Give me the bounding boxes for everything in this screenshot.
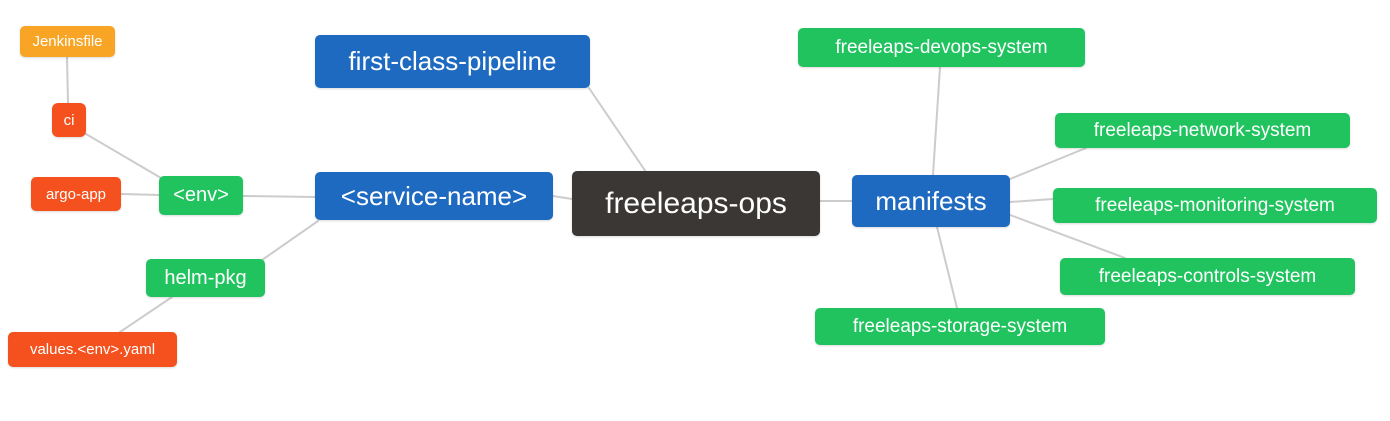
edge-ci-env — [85, 133, 162, 179]
node-argo-app-label: argo-app — [45, 185, 107, 203]
node-freeleaps-devops-system-label: freeleaps-devops-system — [835, 36, 1048, 58]
node-freeleaps-controls-system-label: freeleaps-controls-system — [1098, 265, 1317, 287]
edge-manifests-storage — [936, 226, 958, 309]
node-jenkinsfile[interactable]: Jenkinsfile — [20, 26, 115, 57]
node-freeleaps-ops-root[interactable]: freeleaps-ops — [572, 171, 820, 236]
node-freeleaps-devops-system[interactable]: freeleaps-devops-system — [798, 28, 1085, 67]
node-freeleaps-network-system[interactable]: freeleaps-network-system — [1055, 113, 1350, 148]
edge-manifests-network — [1009, 147, 1087, 180]
node-freeleaps-network-system-label: freeleaps-network-system — [1093, 119, 1312, 141]
node-service-name-label: <service-name> — [340, 180, 528, 211]
edge-service-freeleaps-ops — [552, 195, 573, 200]
node-freeleaps-ops-label: freeleaps-ops — [605, 186, 787, 220]
node-first-class-pipeline[interactable]: first-class-pipeline — [315, 35, 590, 88]
node-freeleaps-storage-system-label: freeleaps-storage-system — [852, 315, 1068, 337]
node-freeleaps-monitoring-system[interactable]: freeleaps-monitoring-system — [1053, 188, 1377, 223]
edge-manifests-controls — [1009, 214, 1126, 259]
node-env-label: <env> — [173, 184, 229, 206]
edge-manifests-monitoring — [1009, 198, 1054, 203]
edge-manifests-devops — [932, 66, 941, 176]
node-freeleaps-monitoring-system-label: freeleaps-monitoring-system — [1095, 194, 1335, 216]
edge-argo-app-env — [120, 193, 160, 196]
edge-jenkinsfile-ci — [66, 56, 69, 104]
node-env[interactable]: <env> — [159, 176, 243, 215]
node-jenkinsfile-label: Jenkinsfile — [32, 33, 103, 50]
edge-pipeline-freeleaps-ops — [588, 87, 647, 173]
edge-env-service-name — [242, 195, 316, 198]
node-freeleaps-controls-system[interactable]: freeleaps-controls-system — [1060, 258, 1355, 295]
node-manifests[interactable]: manifests — [852, 175, 1010, 227]
edge-helm-pkg-service-name — [261, 220, 319, 261]
node-freeleaps-storage-system[interactable]: freeleaps-storage-system — [815, 308, 1105, 345]
node-values-env-yaml[interactable]: values.<env>.yaml — [8, 332, 177, 367]
node-argo-app[interactable]: argo-app — [31, 177, 121, 211]
node-ci[interactable]: ci — [52, 103, 86, 137]
node-values-env-yaml-label: values.<env>.yaml — [29, 341, 156, 358]
node-ci-label: ci — [63, 111, 75, 129]
edge-values-helm-pkg — [119, 296, 173, 333]
node-service-name[interactable]: <service-name> — [315, 172, 553, 220]
node-manifests-label: manifests — [875, 185, 987, 216]
node-helm-pkg-label: helm-pkg — [164, 266, 247, 289]
node-first-class-pipeline-label: first-class-pipeline — [348, 46, 557, 76]
node-helm-pkg[interactable]: helm-pkg — [146, 259, 265, 297]
